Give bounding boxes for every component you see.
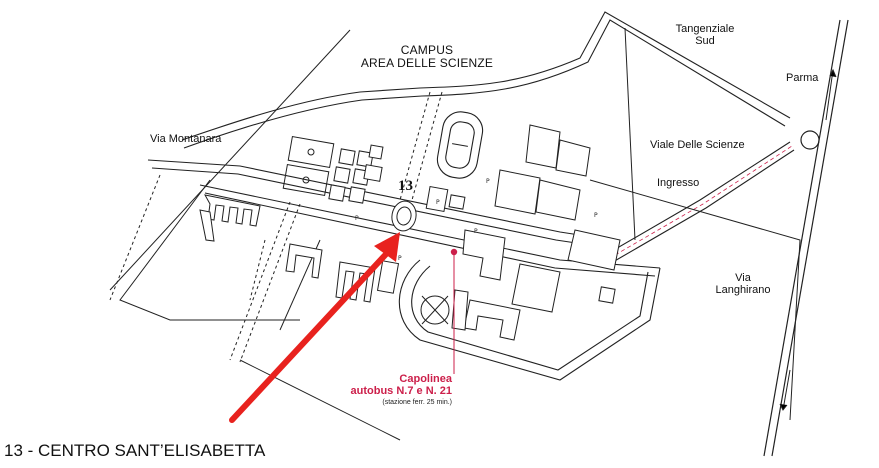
parking-symbol: P	[398, 255, 402, 262]
campus-label-line2: AREA DELLE SCIENZE	[360, 55, 494, 70]
campus-label-line1: CAMPUS	[400, 43, 454, 57]
via-langhirano-label: Via Langhirano	[708, 272, 778, 296]
viale-dashed-centerline	[602, 145, 793, 263]
building-13-label: 13	[398, 178, 413, 194]
bus-stop-line1: Capolinea	[399, 373, 452, 385]
highlight-arrow	[229, 232, 400, 423]
southern-loop-road	[398, 259, 661, 381]
viale-delle-scienze-label: Viale Delle Scienze	[650, 139, 745, 151]
tangenziale-label-line1: Tangenziale	[675, 23, 735, 35]
dashed-paths	[109, 91, 443, 363]
highway-road	[763, 19, 849, 457]
bus-stop-line3: (stazione ferr. 25 min.)	[382, 399, 452, 407]
via-langhirano-line2: Langhirano	[715, 283, 771, 296]
bus-stop-line2: autobus N.7 e N. 21	[350, 384, 452, 397]
campus-buildings	[199, 124, 621, 341]
sports-fields	[282, 135, 335, 197]
north-boundary-road	[181, 11, 791, 149]
parma-label: Parma	[786, 72, 819, 84]
campus-label: CAMPUS AREA DELLE SCIENZE	[352, 44, 502, 69]
map-caption: 13 - CENTRO SANT’ELISABETTA	[4, 441, 266, 460]
campus-central-road	[199, 184, 661, 277]
tangenziale-label: Tangenziale Sud	[655, 23, 755, 47]
parking-symbol: P	[436, 199, 440, 206]
parking-symbol: P	[355, 215, 359, 222]
via-montanara-label: Via Montanara	[150, 133, 222, 145]
viale-delle-scienze-road	[599, 141, 795, 267]
parking-symbol: P	[594, 212, 598, 219]
athletics-track	[436, 111, 484, 179]
highway-direction-arrows	[779, 68, 837, 411]
roundabout	[800, 130, 820, 150]
bus-stop-marker	[450, 248, 458, 374]
parking-markers: P P P P P P	[355, 178, 598, 262]
parking-symbol: P	[486, 178, 490, 185]
eastern-roads	[589, 27, 801, 421]
ingresso-label: Ingresso	[657, 177, 700, 189]
via-langhirano-line1: Via	[735, 272, 751, 284]
parking-symbol: P	[474, 228, 478, 235]
bus-stop-label: Capolinea autobus N.7 e N. 21 (stazione …	[322, 373, 452, 407]
tangenziale-label-line2: Sud	[695, 34, 715, 47]
